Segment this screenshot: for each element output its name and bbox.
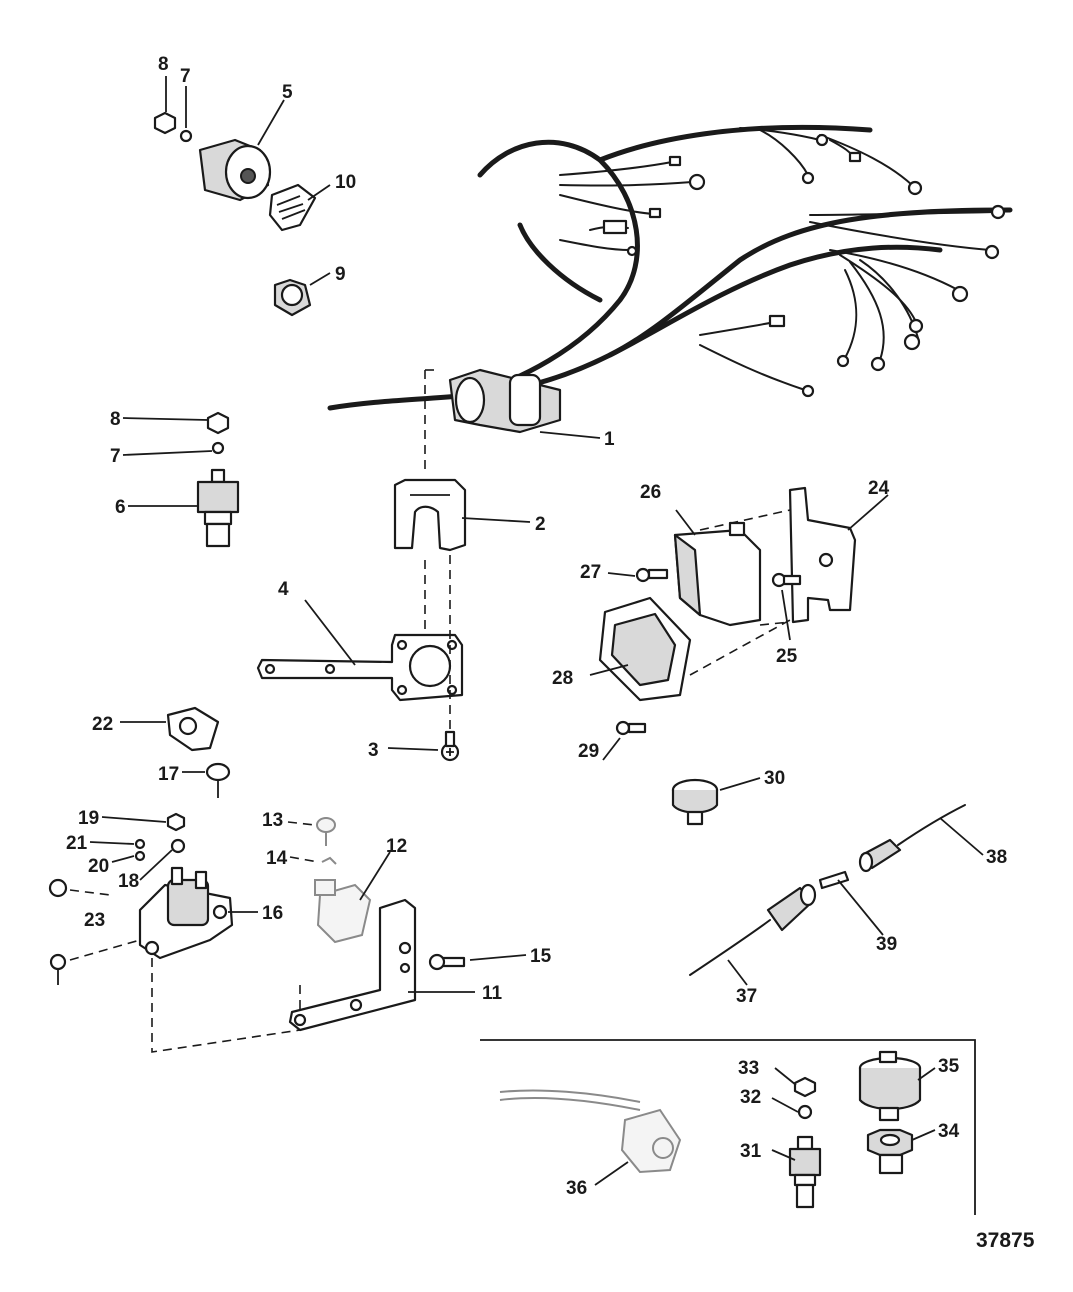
screw-29 — [615, 720, 647, 736]
label-24: 24 — [868, 478, 890, 499]
label-5: 5 — [282, 82, 293, 103]
screw — [440, 730, 460, 762]
plug — [273, 278, 312, 317]
label-12: 12 — [386, 836, 407, 857]
clip-boot — [393, 478, 467, 552]
label-34: 34 — [938, 1121, 960, 1142]
label-7-top: 7 — [180, 66, 191, 87]
clamp — [166, 706, 220, 752]
bolt — [205, 762, 231, 798]
label-1: 1 — [604, 429, 615, 450]
elbow-fitting — [268, 183, 317, 232]
label-21: 21 — [66, 833, 88, 854]
label-13: 13 — [262, 810, 283, 831]
label-30: 30 — [764, 768, 785, 789]
label-39: 39 — [876, 934, 897, 955]
bracket-screw — [428, 953, 466, 971]
label-31: 31 — [740, 1141, 762, 1162]
figure-number: 37875 — [976, 1229, 1035, 1252]
screw-27 — [635, 567, 669, 583]
ecm-bracket — [788, 486, 857, 624]
label-7-mid: 7 — [110, 446, 121, 467]
oil-pressure-sender — [788, 1076, 822, 1209]
label-4: 4 — [278, 579, 289, 600]
wiring-harness — [327, 124, 1013, 434]
label-33: 33 — [738, 1058, 759, 1079]
temperature-sender — [196, 411, 240, 548]
label-29: 29 — [578, 741, 599, 762]
screw-small — [316, 817, 337, 865]
ecm-module — [598, 596, 692, 702]
label-38: 38 — [986, 847, 1007, 868]
label-2: 2 — [535, 514, 546, 535]
label-37: 37 — [736, 986, 757, 1007]
label-23: 23 — [84, 910, 105, 931]
mounting-bracket — [256, 633, 464, 702]
label-25: 25 — [776, 646, 798, 667]
label-20: 20 — [88, 856, 109, 877]
label-17: 17 — [158, 764, 179, 785]
nut-top — [153, 111, 193, 143]
label-26: 26 — [640, 482, 661, 503]
label-6: 6 — [115, 497, 126, 518]
label-18: 18 — [118, 871, 139, 892]
label-22: 22 — [92, 714, 113, 735]
label-9: 9 — [335, 264, 346, 285]
sensor-harness — [499, 1089, 682, 1174]
ignition-module — [673, 521, 762, 627]
label-27: 27 — [580, 562, 601, 583]
screw-25 — [771, 572, 802, 588]
label-28: 28 — [552, 668, 573, 689]
label-15: 15 — [530, 946, 552, 967]
label-14: 14 — [266, 848, 288, 869]
label-36: 36 — [566, 1178, 587, 1199]
label-3: 3 — [368, 740, 379, 761]
pressure-switch — [858, 1050, 922, 1175]
relay — [314, 879, 372, 944]
label-32: 32 — [740, 1087, 761, 1108]
leader-lines — [69, 76, 984, 1186]
label-35: 35 — [938, 1056, 960, 1077]
label-16: 16 — [262, 903, 283, 924]
sensor-cable — [689, 804, 966, 976]
starter-solenoid — [48, 812, 234, 985]
sender-unit — [198, 138, 272, 202]
label-19: 19 — [78, 808, 99, 829]
label-8-mid: 8 — [110, 409, 121, 430]
label-11: 11 — [482, 983, 503, 1004]
knock-sensor — [671, 778, 719, 826]
part-labels: 8 7 5 10 9 1 2 4 3 8 7 6 22 17 19 21 20 … — [66, 54, 1035, 1252]
label-8-top: 8 — [158, 54, 169, 75]
label-10: 10 — [335, 172, 356, 193]
